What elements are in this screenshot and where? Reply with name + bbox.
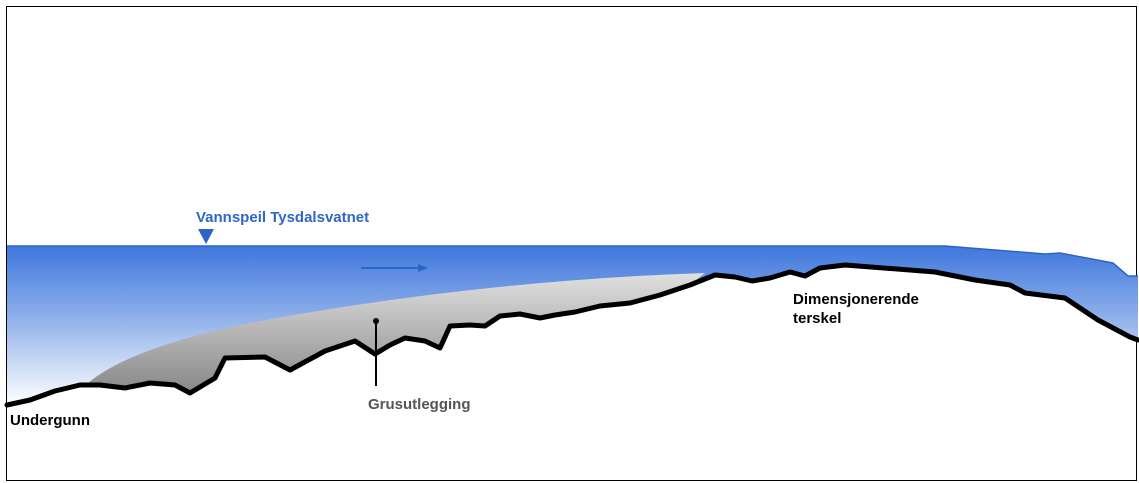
gravel-fill [88, 273, 705, 393]
threshold-label: Dimensjonerende terskel [793, 291, 919, 327]
subsoil-label: Undergunn [10, 412, 90, 429]
diagram-frame [6, 6, 1137, 481]
triangle-down-icon [198, 229, 214, 244]
arrow-right-icon [361, 264, 428, 272]
water-surface-line [7, 245, 1138, 277]
subsoil-line [4, 262, 1139, 408]
gravel-pointer [373, 318, 379, 386]
gravel-label: Grusutlegging [368, 396, 471, 413]
water-level-label: Vannspeil Tysdalsvatnet [196, 209, 370, 226]
